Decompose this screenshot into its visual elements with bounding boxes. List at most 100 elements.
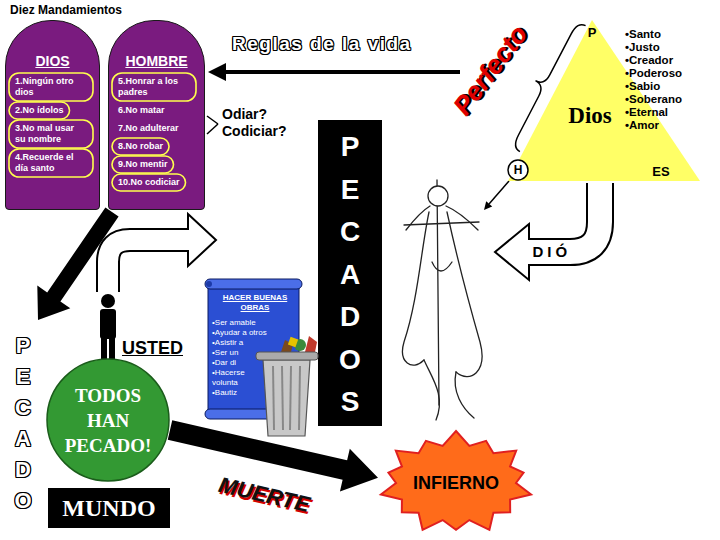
attribute-item: •Soberano: [625, 93, 682, 106]
leader-line: [207, 116, 218, 124]
person-icon: [101, 294, 115, 308]
good-works-scroll: HACER BUENAS OBRAS •Ser amable•Ayudar a o…: [205, 278, 302, 420]
highlight-ring: [112, 138, 169, 155]
trash-can: [299, 366, 300, 430]
person-icon: [100, 309, 116, 339]
you-arrow: [108, 240, 192, 292]
leader-line: [207, 116, 218, 134]
jesus-figure: [428, 186, 448, 206]
highlight-ring: [9, 120, 93, 148]
sin-column: P E C A D O: [10, 330, 36, 516]
good-work-item: •Asistir a: [212, 338, 254, 348]
good-work-item: •Bautiz: [212, 388, 254, 398]
corner-letter: P: [582, 25, 602, 40]
circle-text: TODOS HAN PECADO!: [56, 383, 160, 458]
you-arrow: [188, 214, 216, 266]
leader-line: [207, 124, 218, 134]
pointer-arrow: [484, 201, 492, 210]
corner-letter: H: [514, 164, 523, 176]
trash-can: [273, 366, 274, 430]
box-text: MUNDO: [62, 494, 155, 522]
person-icon: [100, 294, 116, 361]
good-work-item: •Hacerse volunta: [212, 368, 254, 388]
corner-circle: [508, 160, 528, 180]
edge-label: MUERTE: [216, 472, 312, 518]
hell-burst: INFIERNO: [378, 430, 534, 536]
rules-arrow: [208, 63, 226, 81]
pointer-arrow: [484, 181, 509, 210]
gave-arrow: [525, 183, 600, 252]
attribute-item: •Poderoso: [625, 67, 682, 80]
pointer-arrow: [489, 181, 509, 204]
sin-band: P E C A D O S: [318, 120, 382, 426]
trash-can: [305, 336, 317, 352]
burst-text: INFIERNO: [413, 473, 499, 493]
good-work-item: •Ser un: [212, 348, 254, 358]
highlight-ring: [9, 102, 70, 119]
commandment-item: 9.No mentir: [118, 159, 168, 170]
scroll-shape: [206, 281, 212, 287]
trash-can: [263, 360, 310, 436]
trash-can: [290, 366, 291, 430]
corner-circle: H: [507, 159, 529, 181]
diagram-title: Diez Mandamientos: [10, 3, 122, 17]
scroll-heading: HACER BUENAS OBRAS: [215, 293, 295, 313]
good-work-item: •Dar di: [212, 358, 254, 368]
jesus-figure: [455, 372, 474, 418]
jesus-figure: [447, 212, 482, 377]
commandment-item: 5.Honrar a los padres: [118, 76, 190, 98]
commandment-item: 8.No robar: [118, 141, 163, 152]
band-letters: P E C A D O S: [335, 126, 365, 424]
highlight-ring: [112, 174, 186, 191]
gave-arrow: [495, 224, 529, 280]
commandment-tablet: DIOS 1.Ningún otro dios 2.No ídolos 3.No ma…: [5, 20, 100, 210]
hell-burst: [381, 431, 531, 530]
rules-arrow: [224, 70, 460, 74]
rules-arrow: [208, 63, 460, 81]
trash-can: [288, 337, 298, 347]
attribute-item: •Eternal: [625, 106, 668, 119]
attribute-item: •Santo: [625, 28, 661, 41]
attribute-item: •Creador: [625, 54, 673, 67]
triangle-shape: [508, 20, 700, 181]
gave-arrow: [495, 183, 600, 280]
commandment-tablet: HOMBRE 5.Honrar a los padres 6.No matar 7.N…: [108, 20, 205, 210]
question-note: Odiar? Codiciar?: [222, 106, 312, 140]
jesus-figure: [403, 180, 482, 420]
perfect-word: Perfecto: [447, 19, 534, 120]
jesus-figure: [432, 262, 452, 271]
god-triangle: PDiosES•Santo•Justo•Creador•Poderoso•Sab…: [505, 18, 705, 183]
god-name: Dios: [545, 103, 635, 129]
world-circle: TODOS HAN PECADO!: [46, 358, 170, 482]
good-work-item: •Ser amable: [212, 318, 296, 328]
highlight-ring: [112, 156, 174, 173]
trash-can: [256, 352, 318, 360]
highlight-rings: [6, 21, 101, 211]
commandment-item: 7.No adulterar: [118, 123, 179, 134]
you-arrow: [108, 214, 216, 292]
commandment-item: 10.No codiciar: [118, 177, 180, 188]
trash-can: [282, 366, 283, 430]
person-icon: [109, 337, 115, 361]
commandment-item: 3.No mal usar su nombre: [15, 123, 87, 145]
attribute-item: •Amor: [625, 119, 659, 132]
tablet-heading: HOMBRE: [109, 53, 204, 69]
commandment-item: 4.Recuerde el día santo: [15, 152, 87, 174]
jesus-figure: [437, 180, 439, 405]
good-work-item: •Ayudar a otros: [212, 328, 296, 338]
gave-word: DIÓ: [533, 244, 572, 260]
corner-letter: ES: [645, 164, 677, 179]
tablet-heading: DIOS: [6, 53, 99, 69]
commandment-item: 1.Ningún otro dios: [15, 76, 87, 98]
commandment-item: 2.No ídolos: [15, 105, 64, 116]
world-circle: [47, 359, 169, 481]
commandment-item: 6.No matar: [118, 105, 165, 116]
person-icon: [101, 337, 107, 361]
highlight-ring: [9, 149, 93, 177]
jesus-figure: [403, 212, 429, 365]
attribute-item: •Sabio: [625, 80, 660, 93]
jesus-figure: [424, 360, 439, 420]
you-label: USTED: [122, 338, 183, 359]
world-box: MUNDO: [48, 488, 170, 528]
